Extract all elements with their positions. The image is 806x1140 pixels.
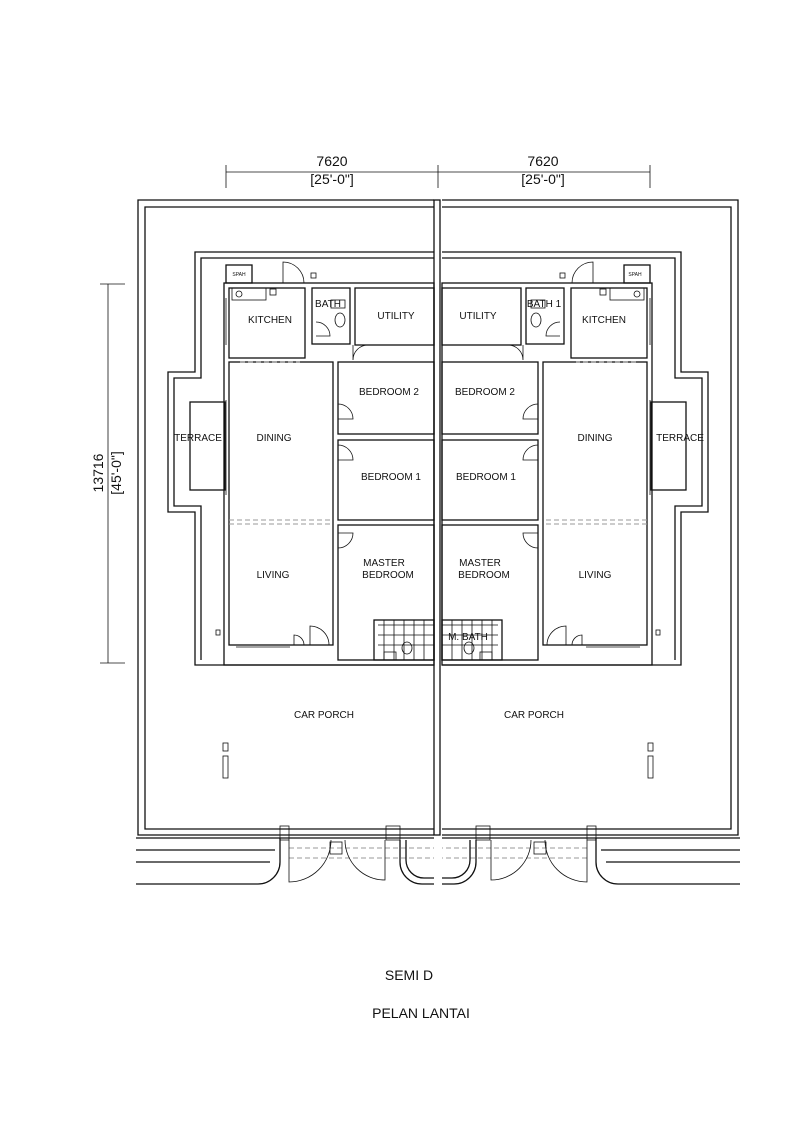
right-unit-plan — [441, 199, 741, 885]
width-left-ft: [25'-0"] — [310, 171, 353, 187]
depth-ft: [45'-0"] — [108, 451, 124, 494]
utility-label: UTILITY — [459, 311, 497, 322]
bedroom2-label: BEDROOM 2 — [359, 387, 419, 398]
bedroom2-label: BEDROOM 2 — [455, 387, 515, 398]
terrace-label: TERRACE — [656, 433, 704, 444]
master-bedroom-label: BEDROOM — [458, 570, 510, 581]
bedroom1-label: BEDROOM 1 — [361, 472, 421, 483]
depth-mm: 13716 — [90, 453, 106, 492]
living-label: LIVING — [579, 570, 612, 581]
dining-label: DINING — [257, 433, 292, 444]
bedroom1-label: BEDROOM 1 — [456, 472, 516, 483]
m-bath-label: M. BATH — [448, 632, 488, 643]
master-bedroom-label: BEDROOM — [362, 570, 414, 581]
dimension-lines — [100, 165, 651, 664]
bath-label: BATH — [315, 299, 341, 310]
left-unit-plan — [136, 199, 435, 885]
spah-label: SPAH — [232, 272, 246, 278]
car-porch-label: CAR PORCH — [294, 710, 354, 721]
car-porch-label: CAR PORCH — [504, 710, 564, 721]
kitchen-label: KITCHEN — [582, 315, 626, 326]
left-unit-labels: SPAH KITCHEN BATH UTILITY BEDROOM 2 BEDR… — [174, 272, 421, 721]
spah-label: SPAH — [628, 272, 642, 278]
width-right-ft: [25'-0"] — [521, 171, 564, 187]
dining-label: DINING — [578, 433, 613, 444]
kitchen-label: KITCHEN — [248, 315, 292, 326]
master-label: MASTER — [459, 558, 501, 569]
master-label: MASTER — [363, 558, 405, 569]
party-wall — [433, 199, 441, 836]
terrace-label: TERRACE — [174, 433, 222, 444]
width-left-mm: 7620 — [316, 153, 347, 169]
right-unit-labels: SPAH KITCHEN BATH 1 UTILITY BEDROOM 2 BE… — [455, 272, 704, 721]
utility-label: UTILITY — [377, 311, 415, 322]
bath-label: BATH 1 — [527, 299, 562, 310]
drawing-title: SEMI D — [385, 967, 433, 983]
width-right-mm: 7620 — [527, 153, 558, 169]
living-label: LIVING — [257, 570, 290, 581]
drawing-subtitle: PELAN LANTAI — [372, 1005, 470, 1021]
